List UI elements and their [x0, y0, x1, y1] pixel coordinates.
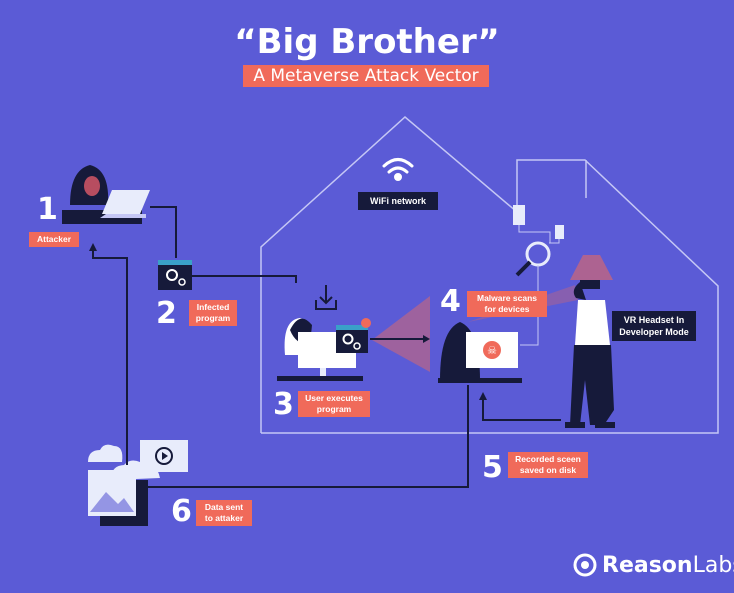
- step-6-label: Data sent to attaker: [196, 500, 252, 526]
- house-outline: [260, 116, 719, 434]
- reasonlabs-logo-icon: [573, 553, 597, 577]
- wifi-network-label: WiFi network: [358, 192, 438, 210]
- svg-text:☠: ☠: [487, 344, 497, 357]
- diagram-subtitle: A Metaverse Attack Vector: [243, 65, 489, 87]
- device-icons: [513, 205, 564, 346]
- logo-reason-text: Reason: [602, 552, 693, 578]
- step-3-label: User executes program: [298, 391, 370, 417]
- malware-figure: ☠: [438, 322, 522, 383]
- wifi-icon: [382, 158, 414, 181]
- scan-beam: [372, 296, 430, 372]
- diagram-title: “Big Brother”: [234, 22, 500, 62]
- step-4-label: Malware scans for devices: [467, 291, 547, 317]
- cloud-media-icons: [88, 440, 188, 526]
- step-5-label: Recorded sceen saved on disk: [508, 452, 588, 478]
- step-6-number: 6: [171, 494, 192, 529]
- step-4-number: 4: [440, 284, 461, 319]
- step-3-number: 3: [273, 387, 294, 422]
- step-5-number: 5: [482, 450, 503, 485]
- attacker-figure: [62, 165, 150, 224]
- vr-headset-label: VR Headset In Developer Mode: [612, 311, 696, 341]
- step-2-number: 2: [156, 296, 177, 331]
- download-icon: [315, 285, 337, 310]
- step-2-label: Infected program: [189, 300, 237, 326]
- logo-labs-text: Labs: [692, 552, 734, 578]
- running-program-icon: [336, 318, 371, 353]
- reasonlabs-logo: Reason Labs: [572, 552, 734, 578]
- step-1-number: 1: [37, 192, 58, 227]
- vr-user-figure: [565, 255, 615, 428]
- step-1-label: Attacker: [29, 232, 79, 247]
- flow-arrows: [92, 206, 561, 488]
- arrow-heads: [89, 243, 487, 400]
- infected-program-icon: [158, 260, 192, 290]
